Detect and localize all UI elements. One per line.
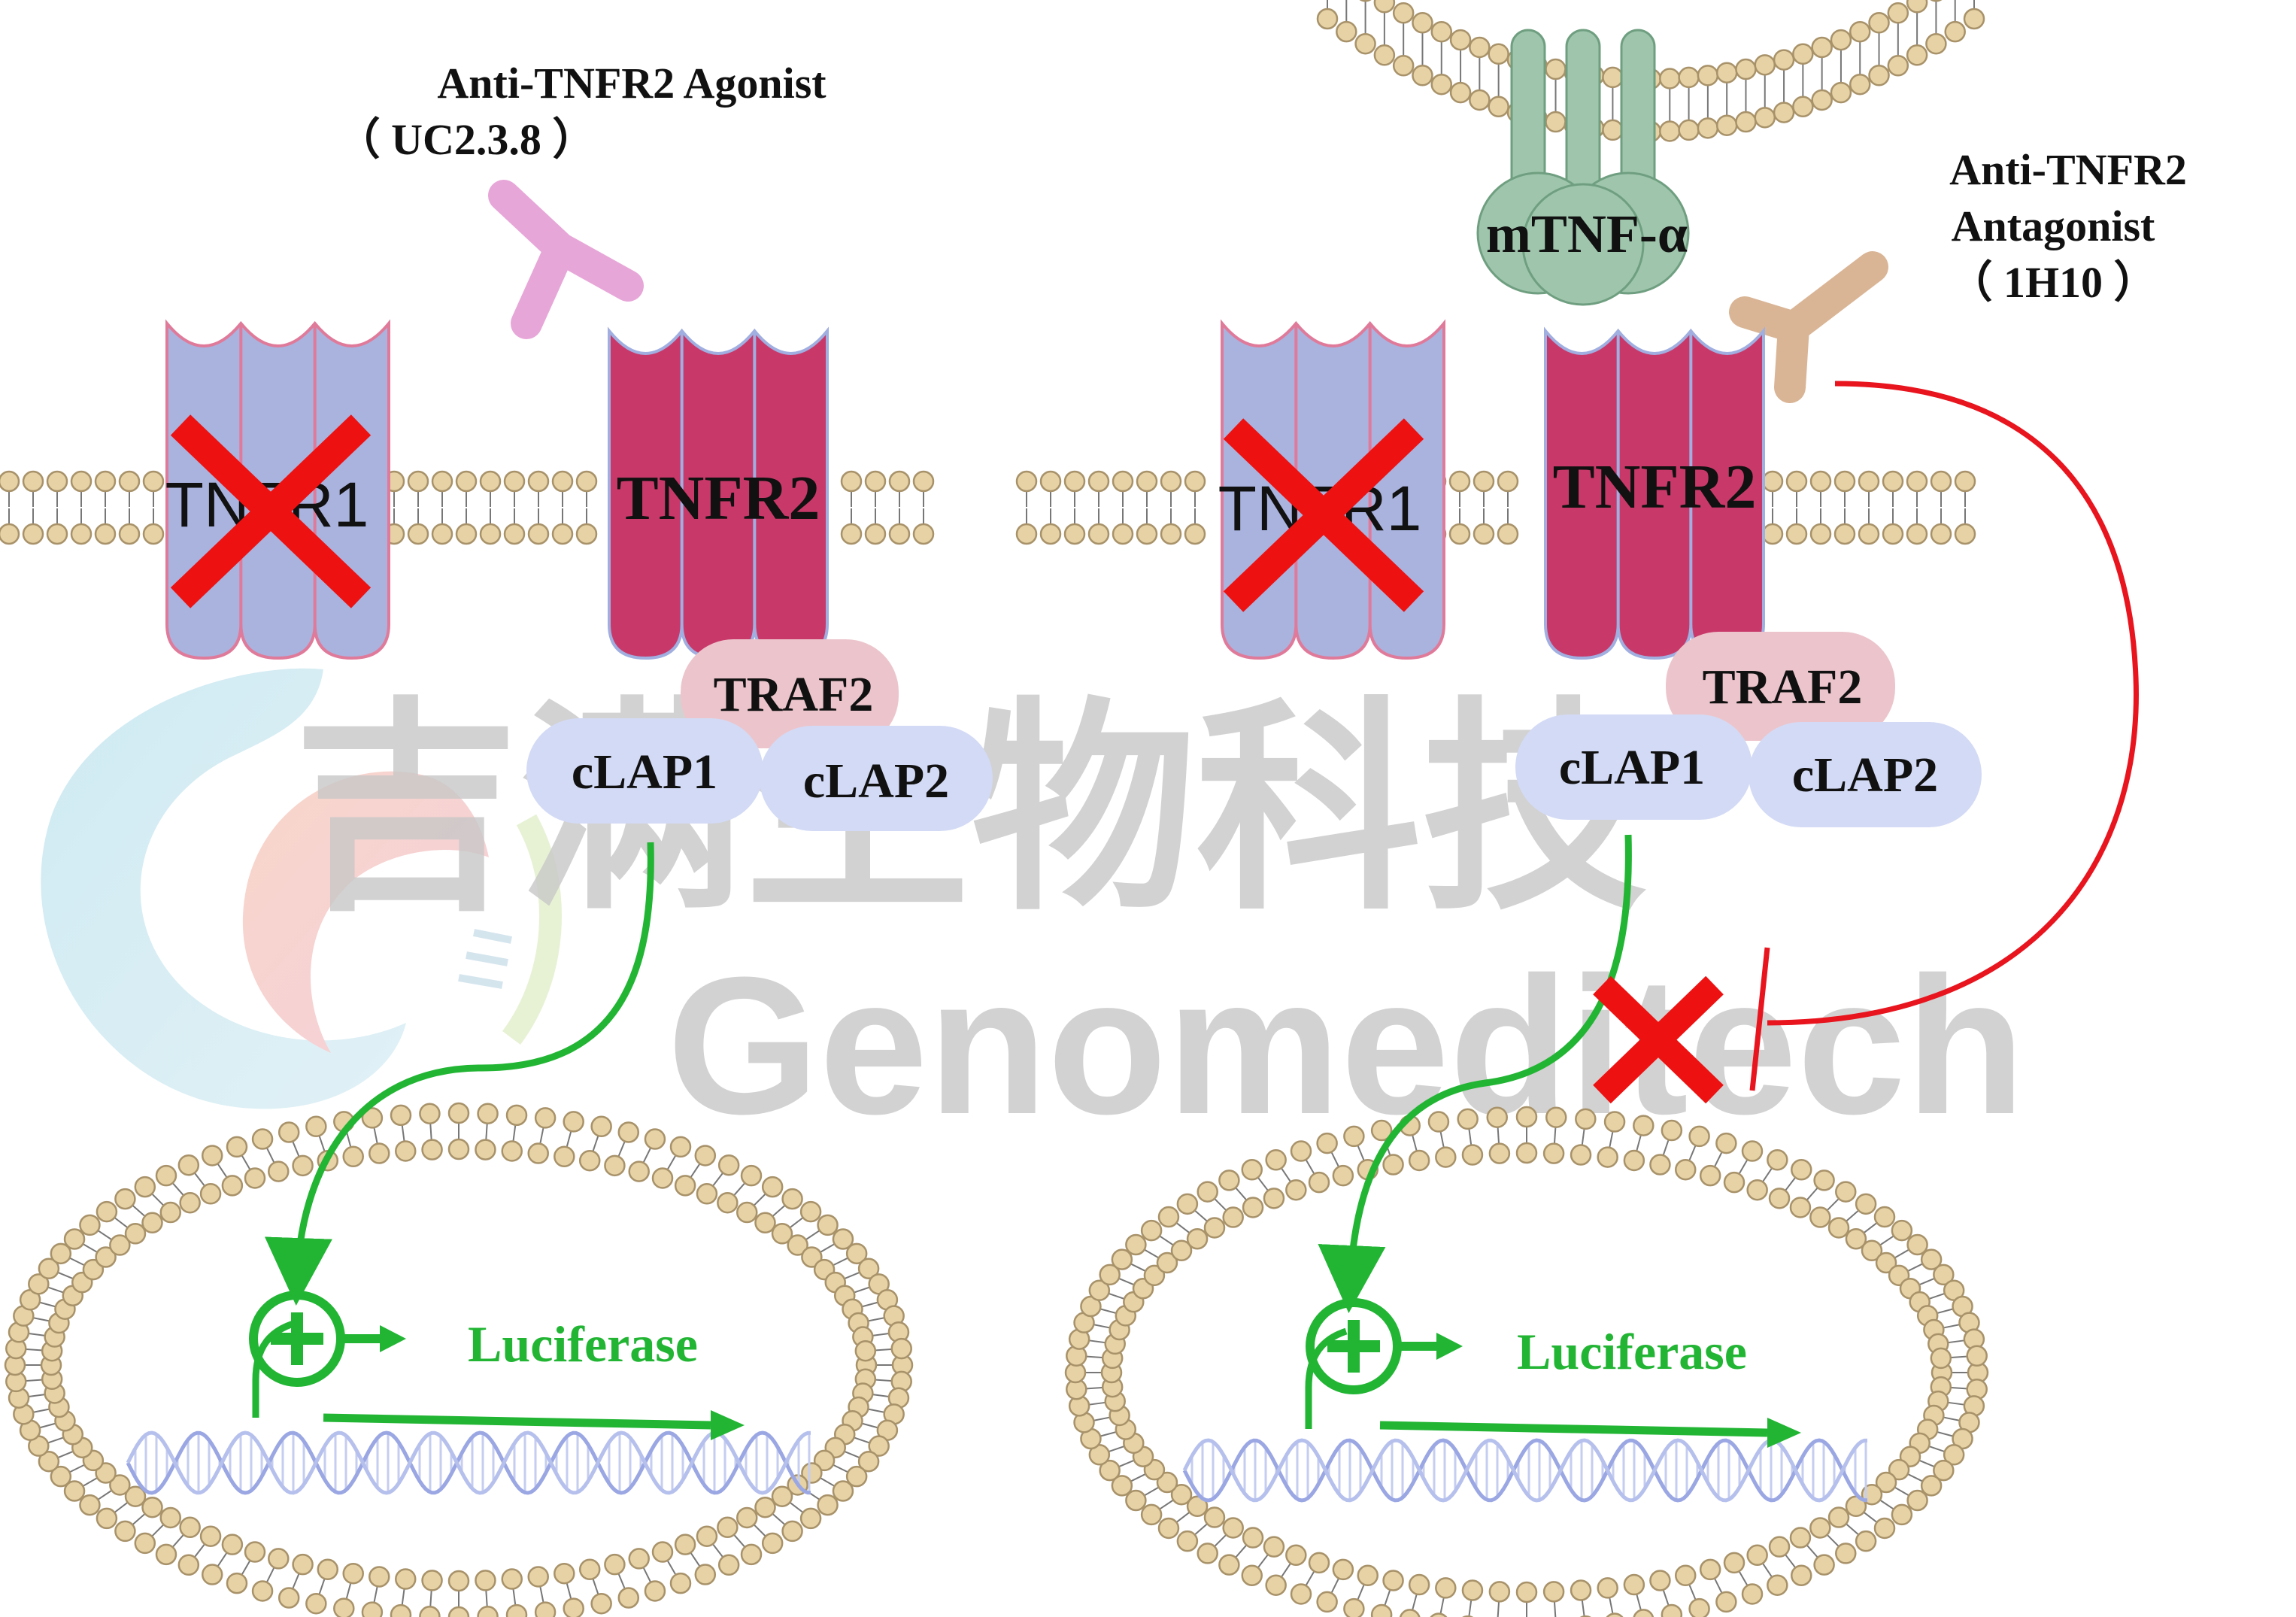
traf2-protein-right	[1666, 632, 1895, 741]
watermark-latin: Genomeditech	[667, 937, 2025, 1155]
clap2-protein	[760, 726, 993, 831]
tnfr2-receptor	[608, 326, 829, 660]
antagonist-clone: （ 1H10 ）	[1949, 258, 2157, 307]
left-panel: Anti-TNFR2 Agonist （ UC2.3.8 ） TNFR1 TNF…	[126, 59, 993, 1495]
mtnf-label: mTNF-α	[1486, 204, 1688, 264]
clap2-label: cLAP2	[803, 754, 949, 808]
watermark-text: 吉满生物科技 Genomeditech	[293, 683, 2025, 1155]
activation-arrow-right	[1318, 834, 1632, 1313]
plasma-membrane	[1015, 470, 1976, 545]
transcription-arrow-right	[1379, 1421, 1768, 1437]
signal-blocked-cross	[1593, 975, 1724, 1104]
traf2-label-right: TRAF2	[1703, 660, 1863, 714]
traf2-label: TRAF2	[714, 667, 874, 722]
antagonist-label-line1: Anti-TNFR2	[1949, 145, 2187, 194]
tnfr2-label-right: TNFR2	[1553, 452, 1757, 522]
agonist-label: Anti-TNFR2 Agonist	[437, 59, 826, 108]
agonist-clone: （ UC2.3.8 ）	[337, 115, 596, 164]
promoter-activation-right	[1305, 1298, 1463, 1429]
inhibition-bar	[1749, 947, 1770, 1091]
plasma-membrane	[0, 470, 935, 545]
agonist-antibody	[488, 180, 644, 339]
transcription-arrow	[323, 1413, 711, 1430]
promoter-activation	[249, 1291, 406, 1418]
luciferase-label-right: Luciferase	[1517, 1323, 1747, 1380]
dna-helix-right	[1182, 1438, 1868, 1503]
tnfr2-label: TNFR2	[617, 463, 820, 533]
antagonist-antibody	[1729, 251, 1888, 403]
clap1-protein-right	[1515, 714, 1752, 820]
nuclear-membrane-left	[4, 1102, 914, 1617]
inhibition-line	[1767, 381, 2139, 1026]
tnfr1-blocked-cross	[170, 414, 372, 608]
mtnf-alpha-trimer	[1476, 29, 1690, 306]
luciferase-label: Luciferase	[468, 1315, 698, 1373]
clap1-label-right: cLAP1	[1559, 740, 1705, 795]
watermark-logo	[41, 668, 562, 1109]
clap1-label: cLAP1	[572, 745, 717, 799]
clap1-protein	[526, 718, 763, 824]
activation-arrow	[264, 842, 654, 1306]
right-panel: mTNF-α Anti-TNFR2 Antagonist （ 1H10 ） TN…	[1182, 29, 2187, 1503]
antagonist-label-line2: Antagonist	[1952, 202, 2155, 250]
clap2-label-right: cLAP2	[1792, 748, 1938, 802]
tnfr1-blocked-cross-right	[1223, 418, 1424, 612]
clap2-protein-right	[1749, 722, 1982, 827]
tnfr2-receptor-right	[1544, 326, 1765, 660]
nuclear-membrane-right	[1064, 1106, 1989, 1617]
dna-helix	[126, 1430, 811, 1495]
traf2-protein	[681, 639, 899, 748]
